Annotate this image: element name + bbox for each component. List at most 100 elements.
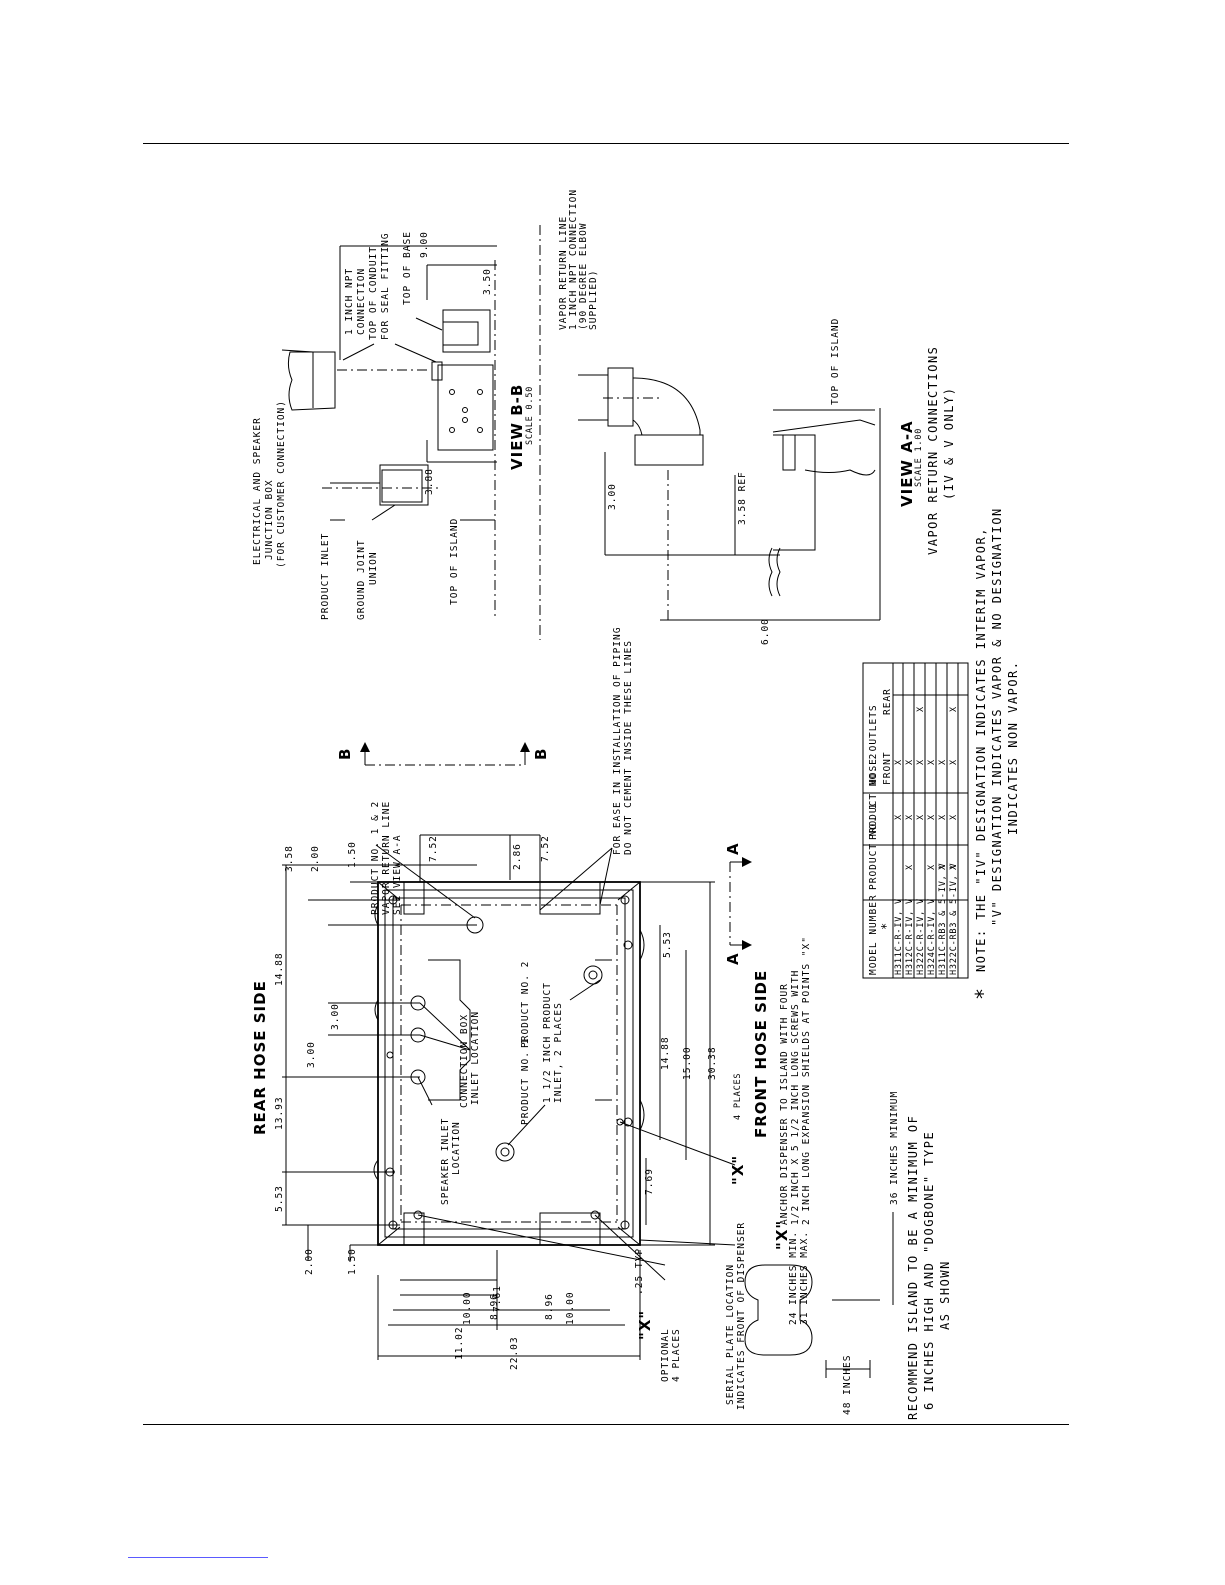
dim-left-10-00-b: 10.00	[565, 1291, 576, 1325]
table-cell-p2: X	[949, 814, 959, 820]
table-cell-rear: X	[949, 706, 959, 712]
table-header-model: MODEL NUMBER	[868, 894, 879, 975]
table-row: H311C-R-IV, V X X	[894, 759, 904, 975]
footer-link[interactable]	[128, 1557, 268, 1558]
label-speaker-inlet-1: SPEAKER INLET	[440, 1118, 451, 1205]
label-ease-1: FOR EASE IN INSTALLATION OF PIPING	[612, 627, 623, 855]
view-bb-title: VIEW B-B	[508, 384, 526, 470]
table-row: H312C-R-IV, V X X X	[905, 759, 915, 975]
label-connection-box-1: CONNECTION BOX	[459, 1014, 470, 1108]
table-cell-model: H311C-RB3 & 5-IV, V	[938, 863, 948, 975]
dim-island-neck-max: 31 INCHES MAX.	[799, 1231, 810, 1325]
table-cell-p1: X	[949, 864, 959, 870]
x-mark-anchor: "X"	[773, 1220, 791, 1250]
table-cell-front: X	[905, 759, 915, 765]
label-vapor-return-2: 1 INCH NPT CONNECTION	[568, 189, 579, 330]
front-hose-side-title: FRONT HOSE SIDE	[752, 970, 770, 1138]
table-sub-rear: REAR	[882, 688, 893, 715]
dim-3-00: 3.00	[607, 483, 618, 510]
label-vapor-return-3: (90 DEGREE ELBOW	[578, 222, 589, 330]
table-cell-front: X	[894, 759, 904, 765]
view-aa-scale: SCALE 1.00	[914, 428, 924, 487]
dim-top-1-50: 1.50	[347, 841, 358, 868]
label-inlet-2: INLET, 2 PLACES	[553, 1002, 564, 1103]
dim-bottom-5-53: 5.53	[662, 931, 673, 958]
dim-3-50: 3.50	[482, 268, 493, 295]
dim-left-7-61: 7.61	[492, 1285, 503, 1312]
table-cell-model: H324C-R-IV, V	[927, 898, 937, 975]
label-ease-2: DO NOT CEMENT INSIDE THESE LINES	[623, 640, 634, 855]
table-cell-model: H322C-RB3 & 5-IV, V	[949, 863, 959, 975]
label-vapor-return-4: SUPPLIED)	[588, 270, 599, 330]
dim-top-3-00-b: 3.00	[330, 1003, 341, 1030]
product-inlet-pipe	[330, 464, 429, 506]
dim-6-00: 6.00	[760, 618, 771, 645]
label-product-no-1: PRODUCT NO. 1	[520, 1038, 531, 1125]
dim-left-10-00-a: 10.00	[462, 1291, 473, 1325]
table-border	[862, 662, 969, 979]
label-typ: .25 TYP	[634, 1248, 645, 1295]
table-header-asterisk: *	[879, 921, 893, 930]
dim-left-8-96-a: 8.96	[489, 1293, 500, 1320]
label-anchor-3: 2 INCH LONG EXPANSION SHIELDS AT POINTS …	[801, 936, 812, 1225]
dogbone-shape	[744, 1264, 813, 1356]
table-row: H322C-R-IV, V X X X	[916, 706, 926, 975]
label-ground-joint-1: GROUND JOINT	[356, 539, 367, 620]
note-line-1: NOTE: THE "IV" DESIGNATION INDICATES INT…	[974, 527, 988, 972]
dim-top-2-00: 2.00	[310, 845, 321, 872]
table-cell-p1: X	[905, 864, 915, 870]
note-line-3: INDICATES NON VAPOR.	[1006, 661, 1020, 836]
table-cell-front: X	[916, 759, 926, 765]
dim-3-88: 3.88	[424, 468, 435, 495]
table-row: H311C-RB3 & 5-IV, V X X X	[938, 759, 948, 975]
dim-bottom-14-88: 14.88	[660, 1036, 671, 1070]
label-top-of-island: TOP OF ISLAND	[449, 518, 460, 605]
label-electrical-box-2: JUNCTION BOX	[264, 479, 275, 560]
table-cell-p2: X	[916, 814, 926, 820]
dim-top-14-88: 14.88	[274, 952, 285, 986]
table-row: H322C-RB3 & 5-IV, V X X X X	[949, 706, 959, 975]
label-serial-1: SERIAL PLATE LOCATION	[725, 1264, 736, 1405]
table-cell-front: X	[938, 759, 948, 765]
island-note-3: AS SHOWN	[938, 1260, 952, 1330]
table-cell-model: H322C-R-IV, V	[916, 898, 926, 975]
label-product-inlet: PRODUCT INLET	[320, 533, 331, 620]
section-b-top: B	[336, 748, 354, 760]
label-conduit-2: FOR SEAL FITTING	[380, 232, 391, 340]
table-cell-model: H311C-R-IV, V	[894, 898, 904, 975]
dim-bottom-30-38: 30.38	[707, 1046, 718, 1080]
table-cell-p2: X	[905, 814, 915, 820]
label-npt-2: CONNECTION	[356, 268, 367, 335]
product-2-inlet	[583, 965, 603, 985]
table-cell-front: X	[927, 759, 937, 765]
view-aa-subtitle-2: (IV & V ONLY)	[942, 387, 956, 500]
table-row: H324C-R-IV, V X X X	[927, 759, 937, 975]
dim-top-5-53: 5.53	[274, 1185, 285, 1212]
table-cell-front: X	[949, 759, 959, 765]
dim-3-58-ref: 3.58 REF	[737, 471, 748, 525]
table-cell-p1: X	[927, 864, 937, 870]
island-diagram: 48 INCHES 24 INCHES MIN. 31 INCHES MAX. …	[744, 1091, 952, 1420]
dim-left-8-96-b: 8.96	[544, 1293, 555, 1320]
label-optional-2: 4 PLACES	[671, 1328, 682, 1382]
label-product-no-2: PRODUCT NO. 2	[520, 961, 531, 1048]
label-conduit-1: TOP OF CONDUIT	[368, 246, 379, 340]
dim-top-1-50-b: 1.50	[347, 1248, 358, 1275]
view-aa-subtitle: VAPOR RETURN CONNECTIONS	[926, 346, 940, 555]
table-header-product-1: PRODUCT NO. 1	[868, 803, 879, 890]
island-note-2: 6 INCHES HIGH AND "DOGBONE" TYPE	[922, 1131, 936, 1410]
x-mark-optional: "X"	[636, 1310, 654, 1340]
table-cell-model: H312C-R-IV, V	[905, 898, 915, 975]
plan-view: B B A A REAR HOSE SIDE FRONT HOSE SIDE P…	[251, 627, 812, 1410]
dim-top-13-93: 13.93	[274, 1096, 285, 1130]
table-cell-rear: X	[916, 706, 926, 712]
label-vapor-line-1: PRODUCT NO. 1 & 2	[370, 801, 381, 915]
dim-bottom-7-69: 7.69	[644, 1168, 655, 1195]
label-anchor-2: 1/2 INCH X 5 1/2 INCH LONG SCREWS WITH	[790, 970, 801, 1225]
note-asterisk: *	[971, 986, 995, 1000]
island-note-1: RECOMMEND ISLAND TO BE A MINIMUM OF	[906, 1115, 920, 1420]
table-cell-p2: X	[938, 814, 948, 820]
label-aa-top-of-island: TOP OF ISLAND	[830, 318, 841, 405]
product-1-inlet	[495, 1142, 515, 1162]
rear-hose-side-title: REAR HOSE SIDE	[251, 980, 269, 1135]
